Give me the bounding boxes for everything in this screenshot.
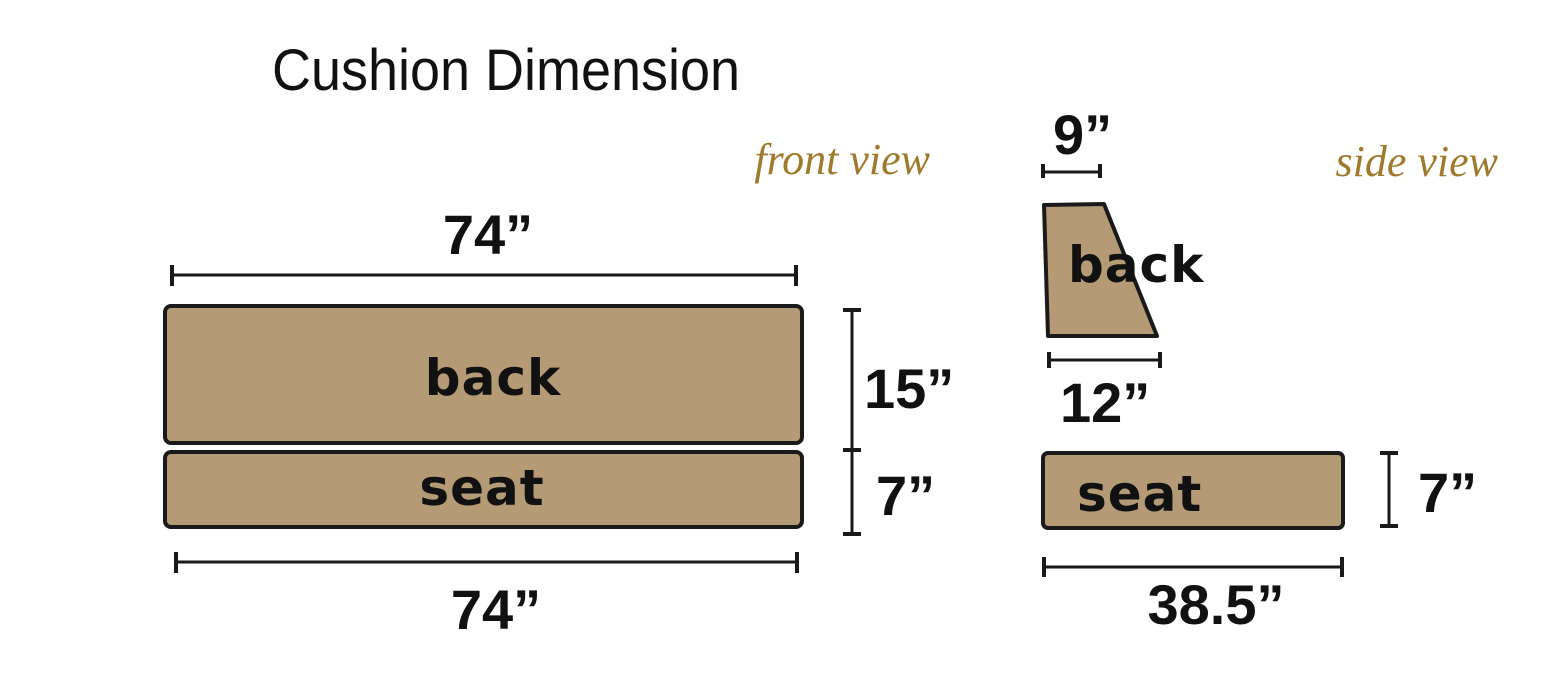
side-view: side view 9” back 12” seat bbox=[1041, 103, 1499, 636]
front-seat-cushion-label: seat bbox=[419, 459, 544, 517]
side-back-bottom-depth-value: 12” bbox=[1060, 371, 1150, 434]
front-view: front view 74” back seat 15” 7” bbox=[163, 135, 954, 641]
side-back-top-depth-dimension: 9” bbox=[1041, 103, 1112, 178]
side-seat-cushion-label: seat bbox=[1077, 465, 1202, 523]
side-seat-height-value: 7” bbox=[1418, 461, 1477, 524]
front-view-label: front view bbox=[754, 135, 930, 184]
front-seat-height-value: 7” bbox=[876, 464, 935, 527]
side-back-top-depth-value: 9” bbox=[1053, 103, 1112, 166]
front-bottom-width-dimension: 74” bbox=[174, 552, 799, 641]
front-back-cushion-shape bbox=[163, 304, 804, 445]
side-seat-cushion: seat bbox=[1041, 451, 1345, 530]
side-seat-height-dimension: 7” bbox=[1380, 451, 1477, 528]
front-seat-cushion-shape bbox=[163, 450, 804, 529]
front-back-height-value: 15” bbox=[864, 357, 954, 420]
side-view-label: side view bbox=[1335, 137, 1498, 186]
front-top-width-dimension: 74” bbox=[170, 203, 798, 286]
side-back-cushion: back bbox=[1042, 202, 1205, 338]
front-top-width-value: 74” bbox=[443, 203, 533, 266]
side-seat-depth-value: 38.5” bbox=[1148, 573, 1285, 636]
side-back-bottom-depth-dimension: 12” bbox=[1047, 352, 1162, 434]
front-bottom-width-value: 74” bbox=[451, 578, 541, 641]
side-seat-depth-dimension: 38.5” bbox=[1042, 557, 1344, 636]
side-seat-cushion-shape bbox=[1041, 451, 1345, 530]
side-back-cushion-shape bbox=[1042, 202, 1159, 338]
front-back-cushion: back bbox=[163, 304, 804, 445]
front-seat-cushion: seat bbox=[163, 450, 804, 529]
diagram-title: Cushion Dimension bbox=[272, 38, 740, 103]
front-back-cushion-label: back bbox=[425, 349, 562, 407]
front-height-dimension: 15” 7” bbox=[843, 308, 954, 536]
side-back-cushion-label: back bbox=[1068, 236, 1205, 294]
